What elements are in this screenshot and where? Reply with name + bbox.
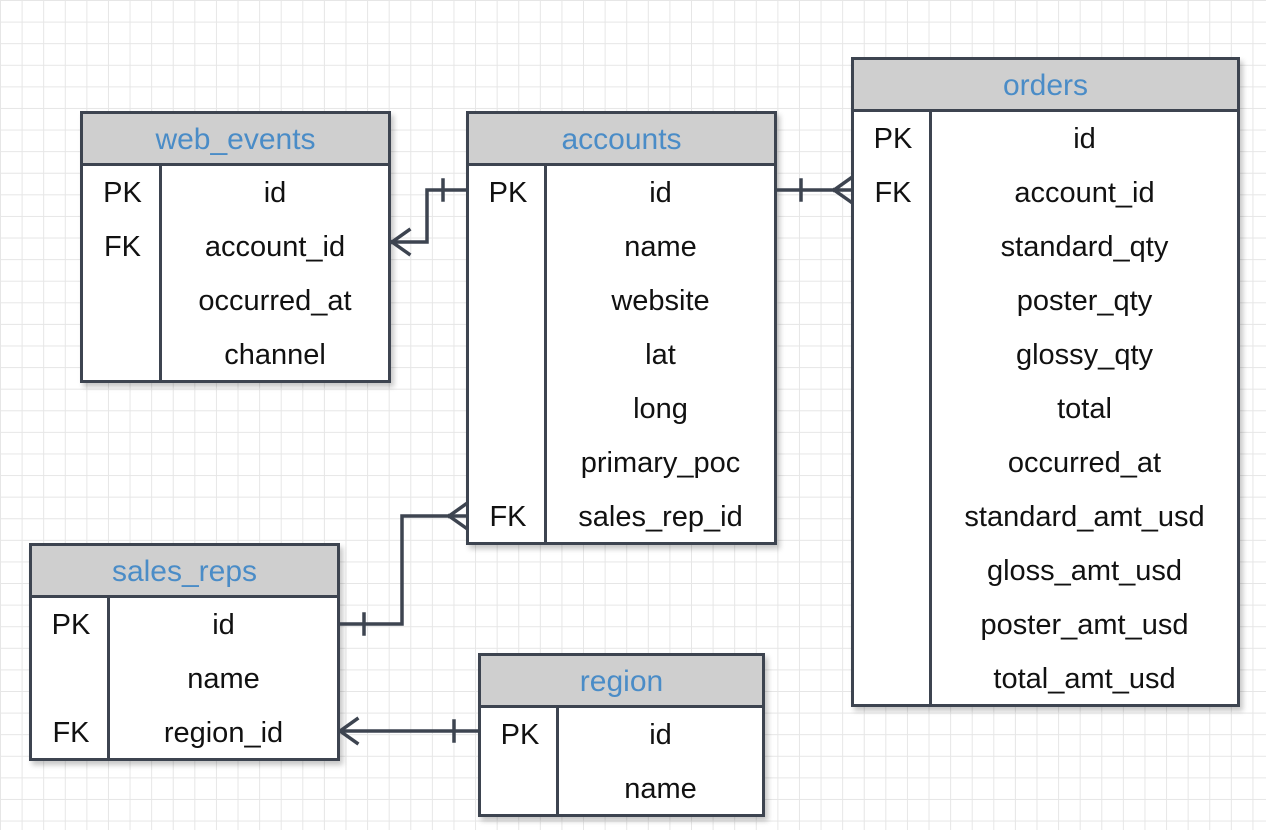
- field-name: lat: [645, 338, 676, 371]
- table-sales-reps[interactable]: sales_reps PK id name FK region_id: [29, 543, 340, 761]
- field-name: glossy_qty: [1015, 338, 1153, 371]
- table-row[interactable]: lat: [469, 328, 774, 382]
- table-title: accounts: [469, 114, 774, 166]
- field-name: poster_qty: [1016, 284, 1153, 317]
- table-row[interactable]: name: [32, 652, 337, 706]
- table-row[interactable]: channel: [83, 328, 388, 382]
- field-name: long: [633, 392, 688, 425]
- table-row[interactable]: standard_amt_usd: [854, 490, 1237, 544]
- table-row[interactable]: long: [469, 382, 774, 436]
- key-label: PK: [873, 122, 913, 155]
- field-name: total_amt_usd: [993, 662, 1176, 695]
- table-row[interactable]: occurred_at: [854, 436, 1237, 490]
- relationship-sales-reps-region[interactable]: [337, 716, 480, 746]
- table-row[interactable]: occurred_at: [83, 274, 388, 328]
- field-name: occurred_at: [1007, 446, 1162, 479]
- field-name: primary_poc: [580, 446, 741, 479]
- table-row[interactable]: PK id: [854, 112, 1237, 166]
- table-row[interactable]: gloss_amt_usd: [854, 544, 1237, 598]
- field-name: name: [624, 772, 697, 805]
- field-name: poster_amt_usd: [980, 608, 1189, 641]
- table-row[interactable]: FK account_id: [83, 220, 388, 274]
- table-rows: PK id name website lat long primary_poc F…: [469, 166, 774, 544]
- field-name: sales_rep_id: [578, 500, 743, 533]
- field-name: region_id: [163, 716, 284, 749]
- table-row[interactable]: primary_poc: [469, 436, 774, 490]
- key-label: PK: [103, 176, 142, 209]
- table-row[interactable]: FK sales_rep_id: [469, 490, 774, 544]
- field-name: id: [1073, 122, 1096, 155]
- field-name: standard_qty: [1000, 230, 1169, 263]
- key-label: PK: [488, 176, 528, 209]
- table-row[interactable]: name: [481, 762, 762, 816]
- table-title: region: [481, 656, 762, 708]
- table-accounts[interactable]: accounts PK id name website lat long prim…: [466, 111, 777, 545]
- table-title: web_events: [83, 114, 388, 166]
- table-row[interactable]: total: [854, 382, 1237, 436]
- table-web-events[interactable]: web_events PK id FK account_id occurred_at…: [80, 111, 391, 383]
- field-name: account_id: [204, 230, 346, 263]
- key-label: FK: [52, 716, 90, 749]
- key-divider: [159, 166, 162, 382]
- table-orders[interactable]: orders PK id FK account_id standard_qty po…: [851, 57, 1240, 707]
- table-row[interactable]: FK account_id: [854, 166, 1237, 220]
- key-divider: [556, 708, 559, 816]
- field-name: id: [212, 608, 235, 641]
- field-name: name: [187, 662, 260, 695]
- table-rows: PK id name: [481, 708, 762, 816]
- table-row[interactable]: name: [469, 220, 774, 274]
- key-divider: [544, 166, 547, 544]
- table-row[interactable]: glossy_qty: [854, 328, 1237, 382]
- table-row[interactable]: standard_qty: [854, 220, 1237, 274]
- table-row[interactable]: poster_qty: [854, 274, 1237, 328]
- table-row[interactable]: FK region_id: [32, 706, 337, 760]
- table-title: orders: [854, 60, 1237, 112]
- field-name: name: [624, 230, 697, 263]
- key-label: PK: [500, 718, 540, 751]
- field-name: occurred_at: [198, 284, 352, 317]
- field-name: id: [649, 718, 672, 751]
- table-rows: PK id name FK region_id: [32, 598, 337, 760]
- relationship-sales-reps-accounts[interactable]: [338, 501, 469, 636]
- table-row[interactable]: total_amt_usd: [854, 652, 1237, 706]
- table-rows: PK id FK account_id occurred_at channel: [83, 166, 388, 382]
- table-region[interactable]: region PK id name: [478, 653, 765, 817]
- relationship-accounts-orders[interactable]: [775, 175, 854, 205]
- field-name: channel: [224, 338, 326, 371]
- table-rows: PK id FK account_id standard_qty poster_qt…: [854, 112, 1237, 706]
- key-label: FK: [489, 500, 527, 533]
- key-label: FK: [103, 230, 142, 263]
- field-name: account_id: [1014, 176, 1155, 209]
- field-name: id: [649, 176, 672, 209]
- field-name: total: [1057, 392, 1112, 425]
- field-name: standard_amt_usd: [964, 500, 1205, 533]
- key-divider: [107, 598, 110, 760]
- table-row[interactable]: PK id: [83, 166, 388, 220]
- field-name: website: [611, 284, 710, 317]
- table-row[interactable]: poster_amt_usd: [854, 598, 1237, 652]
- key-label: FK: [874, 176, 912, 209]
- relationship-web-events-accounts[interactable]: [389, 178, 468, 257]
- table-row[interactable]: PK id: [32, 598, 337, 652]
- table-row[interactable]: PK id: [469, 166, 774, 220]
- table-title: sales_reps: [32, 546, 337, 598]
- field-name: id: [263, 176, 287, 209]
- field-name: gloss_amt_usd: [986, 554, 1183, 587]
- key-divider: [929, 112, 932, 706]
- table-row[interactable]: website: [469, 274, 774, 328]
- table-row[interactable]: PK id: [481, 708, 762, 762]
- key-label: PK: [51, 608, 91, 641]
